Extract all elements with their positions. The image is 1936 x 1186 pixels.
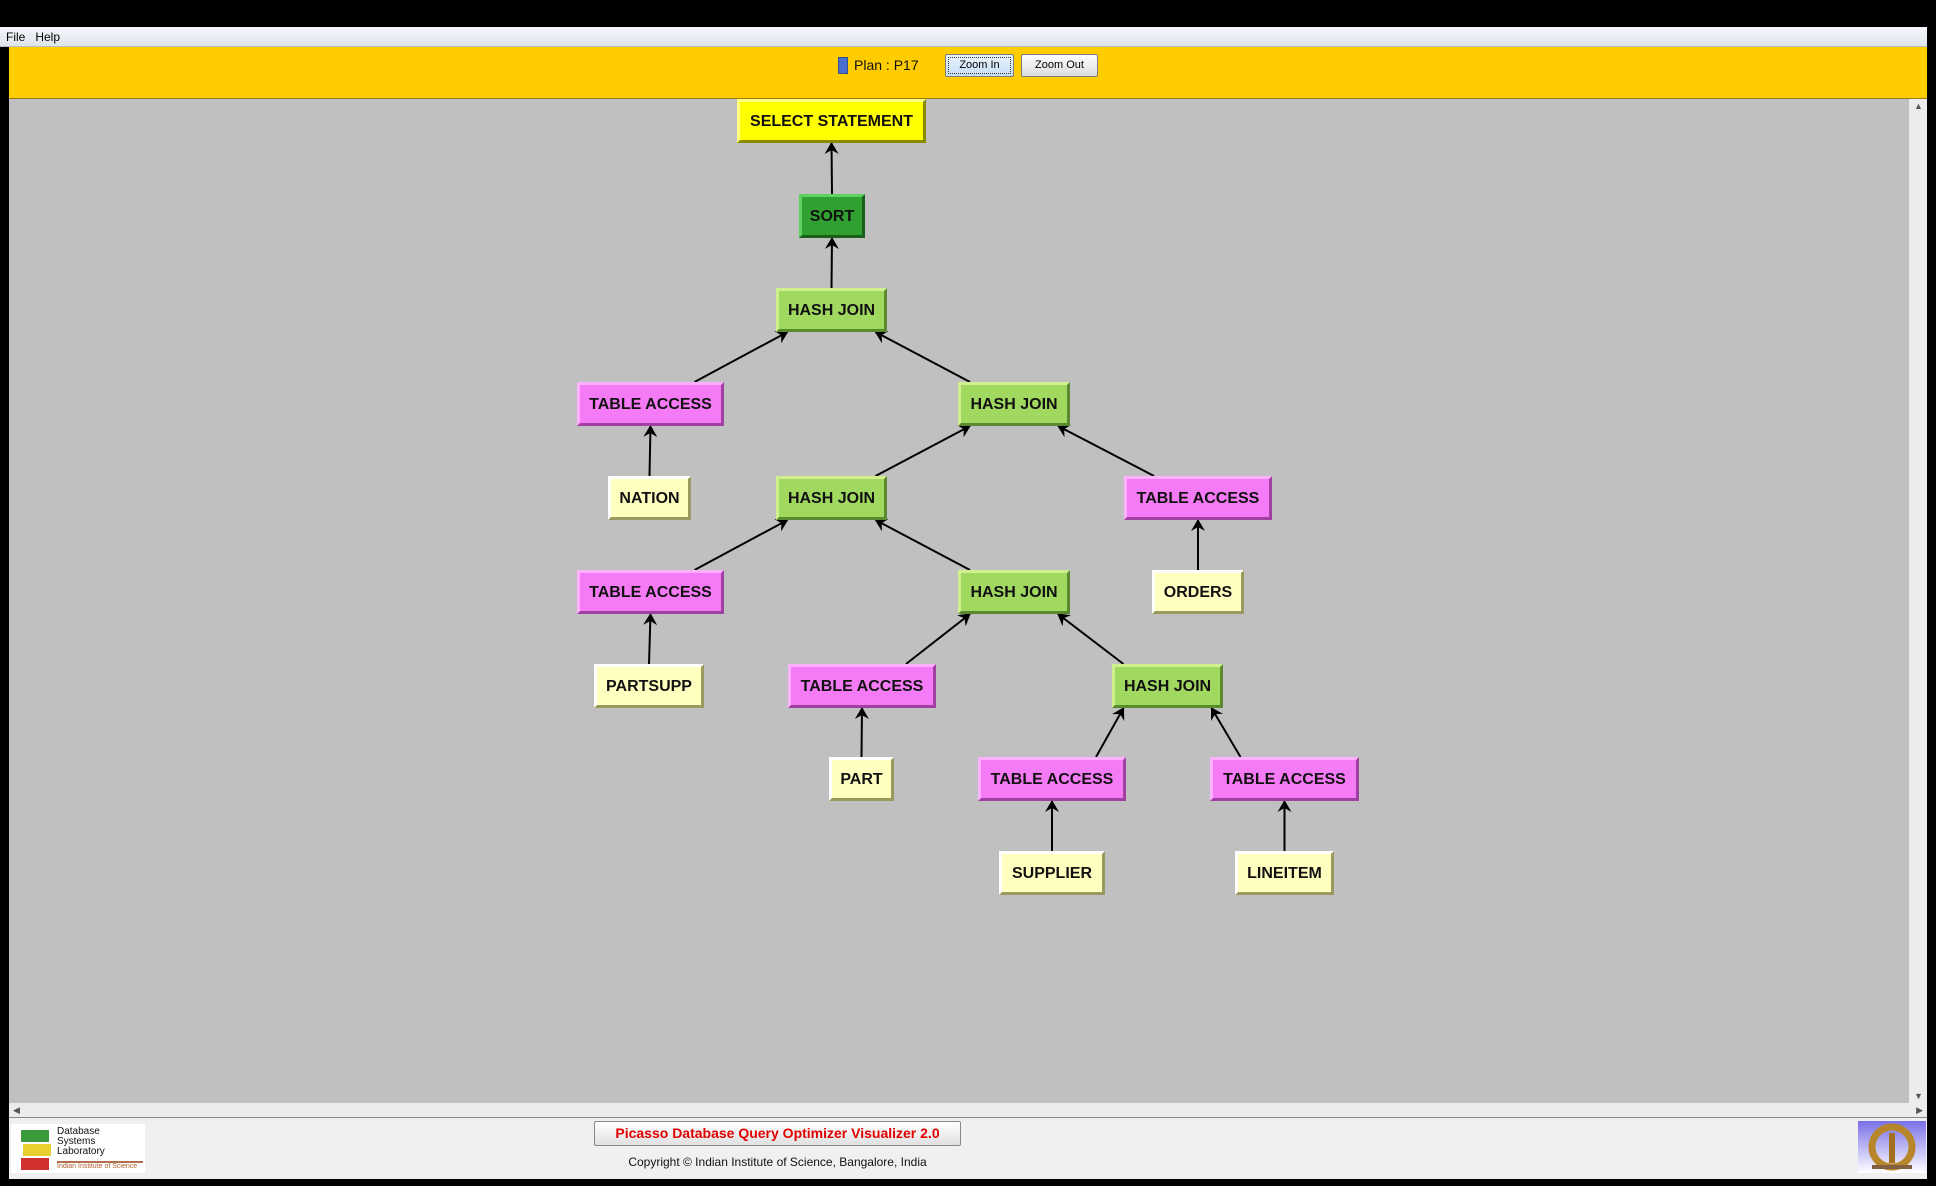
menu-file[interactable]: File: [6, 30, 26, 44]
plan-edge-arrow: [694, 331, 789, 383]
toolbar: Plan : P17 Zoom In Zoom Out: [9, 47, 1927, 99]
menu-bar: File Help: [0, 27, 1927, 47]
plan-edge-arrow: [854, 707, 869, 758]
plan-edge-arrow: [1095, 707, 1125, 758]
scroll-up-icon[interactable]: ▲: [1914, 101, 1923, 111]
dsl-logo-blocks-icon: [21, 1130, 51, 1170]
plan-edge-arrow: [1210, 707, 1242, 758]
logo-line: Laboratory: [57, 1146, 105, 1157]
copyright-text: Copyright © Indian Institute of Science,…: [628, 1155, 927, 1169]
plan-edge-arrow: [1057, 613, 1125, 665]
plan-node-hash-join[interactable]: HASH JOIN: [776, 476, 887, 520]
iisc-emblem-icon: [1858, 1121, 1926, 1173]
plan-node-select-statement[interactable]: SELECT STATEMENT: [737, 99, 926, 143]
plan-edge-arrow: [874, 330, 971, 383]
plan-node-table-access[interactable]: TABLE ACCESS: [1124, 476, 1272, 520]
plan-node-hash-join[interactable]: HASH JOIN: [1112, 664, 1223, 708]
plan-tree-canvas: SELECT STATEMENT SORT HASH JOIN TABLE ACCES…: [9, 99, 1909, 1103]
logo-line: Systems: [57, 1136, 96, 1147]
plan-node-hash-join[interactable]: HASH JOIN: [958, 570, 1070, 614]
scroll-left-icon[interactable]: ◀: [13, 1105, 20, 1115]
plan-edge-arrow: [643, 613, 658, 665]
zoom-out-button[interactable]: Zoom Out: [1021, 54, 1098, 77]
plan-edge-arrow: [824, 142, 839, 195]
horizontal-scrollbar[interactable]: ◀ ▶: [9, 1103, 1927, 1118]
plan-edge-arrow: [875, 424, 971, 477]
scroll-down-icon[interactable]: ▼: [1914, 1091, 1923, 1101]
vertical-scrollbar[interactable]: ▲ ▼: [1909, 99, 1927, 1103]
plan-label: Plan : P17: [854, 57, 919, 73]
plan-node-nation[interactable]: NATION: [608, 476, 691, 520]
scroll-right-icon[interactable]: ▶: [1916, 1105, 1923, 1115]
logo-line: Database: [57, 1126, 100, 1137]
footer: Database Systems Laboratory Indian Insti…: [9, 1118, 1927, 1179]
plan-node-lineitem[interactable]: LINEITEM: [1235, 851, 1334, 895]
plan-node-table-access[interactable]: TABLE ACCESS: [577, 570, 724, 614]
menu-help[interactable]: Help: [35, 30, 61, 44]
plan-edge-arrow: [1057, 424, 1155, 477]
plan-node-table-access[interactable]: TABLE ACCESS: [788, 664, 936, 708]
plan-edge-arrow: [905, 613, 971, 665]
plan-node-orders[interactable]: ORDERS: [1152, 570, 1244, 614]
plan-node-table-access[interactable]: TABLE ACCESS: [978, 757, 1126, 801]
app-title-button[interactable]: Picasso Database Query Optimizer Visuali…: [594, 1121, 961, 1146]
plan-node-hash-join[interactable]: HASH JOIN: [776, 288, 887, 332]
dsl-logo: Database Systems Laboratory Indian Insti…: [11, 1124, 145, 1173]
logo-subtitle: Indian Institute of Science: [57, 1161, 143, 1170]
plan-node-hash-join[interactable]: HASH JOIN: [958, 382, 1070, 426]
zoom-in-button[interactable]: Zoom In: [945, 54, 1014, 77]
plan-node-sort[interactable]: SORT: [799, 194, 865, 238]
plan-node-table-access[interactable]: TABLE ACCESS: [577, 382, 724, 426]
plan-edge-arrow: [824, 237, 839, 289]
plan-edge-arrow: [694, 519, 789, 571]
plan-node-part[interactable]: PART: [829, 757, 894, 801]
plan-edge-arrow: [643, 425, 658, 477]
plan-node-table-access[interactable]: TABLE ACCESS: [1210, 757, 1359, 801]
plan-color-indicator: [838, 57, 848, 74]
plan-edge-arrow: [874, 518, 971, 571]
plan-tree-edges: [643, 142, 1292, 851]
plan-node-supplier[interactable]: SUPPLIER: [999, 851, 1105, 895]
plan-node-partsupp[interactable]: PARTSUPP: [594, 664, 704, 708]
